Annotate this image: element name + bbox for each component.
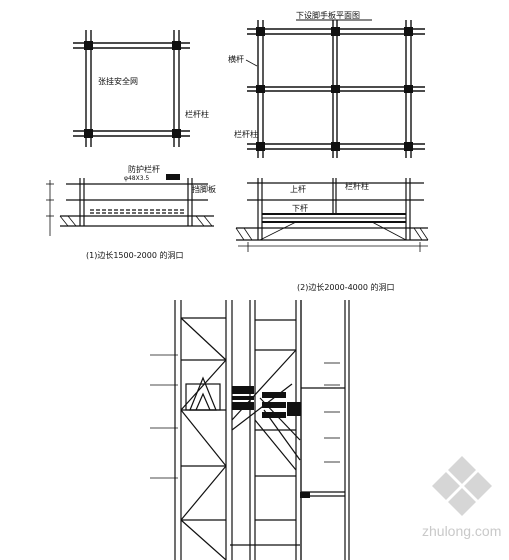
toe-board-label: 挡脚板 [192, 184, 216, 194]
railing-post-label-left: 栏杆柱 [185, 109, 209, 119]
watermark-logo [432, 456, 492, 516]
small-opening-plan [73, 30, 190, 147]
elevation-drawing [174, 300, 350, 560]
safety-net-label: 张挂安全网 [98, 76, 138, 86]
caption-large-opening: (2)边长2000-4000 的洞口 [297, 282, 394, 292]
leader-marks [150, 354, 340, 479]
pole-label: 横杆 [228, 54, 244, 64]
hatched-boards [232, 386, 310, 498]
small-opening-section [46, 178, 214, 236]
post-label-section: 栏杆柱 [345, 181, 369, 191]
caption-small-opening: (1)边长1500-2000 的洞口 [86, 250, 183, 260]
plan-view-title: 下设脚手板平面图 [296, 10, 360, 20]
lower-bar-label: 下杆 [292, 203, 308, 213]
railing-post-label-right: 栏杆柱 [234, 129, 258, 139]
large-opening-plan [247, 20, 425, 158]
watermark-text: zhulong.com [422, 523, 501, 539]
upper-bar-label: 上杆 [290, 184, 306, 194]
pipe-spec-label: φ48X3.5 [124, 175, 149, 182]
large-opening-section [235, 178, 429, 252]
rail-hatch [166, 174, 180, 180]
guard-rail-label: 防护栏杆 [128, 164, 160, 174]
pole-leader [245, 59, 258, 67]
